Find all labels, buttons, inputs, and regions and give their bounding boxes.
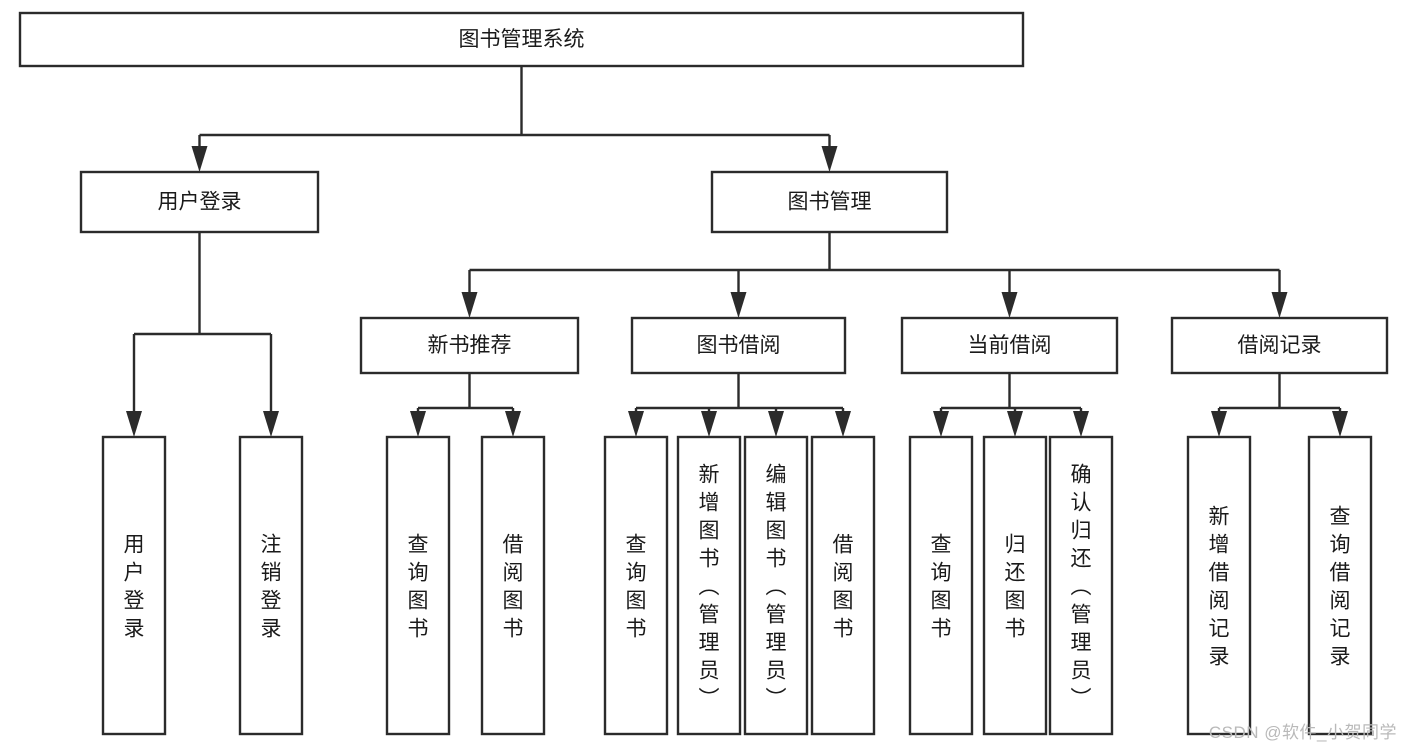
arrow-head-icon [933,411,949,437]
node-box [603,435,669,736]
arrow-head-icon [191,146,208,172]
node-label: 用户登录 [124,533,145,640]
node-leaf-borrow-book-2[interactable]: 借阅图书 [810,435,876,736]
node-box [676,435,742,736]
node-label: 当前借阅 [968,334,1052,357]
arrow-head-icon [1332,411,1348,437]
node-label: 归还图书 [1005,533,1026,640]
node-leaf-confirm-return[interactable]: 确认归还︵管理员︶ [1048,435,1114,736]
arrow-head-icon [1073,411,1089,437]
arrow-head-icon [730,292,747,318]
node-label: 新增借阅记录 [1209,505,1230,668]
node-label: 图书管理系统 [459,28,585,51]
node-leaf-add-record[interactable]: 新增借阅记录 [1186,435,1252,736]
node-borrow-record[interactable]: 借阅记录 [1170,316,1389,375]
node-box [359,316,580,375]
node-new-book-rec[interactable]: 新书推荐 [359,316,580,375]
node-label: 用户登录 [158,191,242,214]
node-box [743,435,809,736]
connector-group-borrow-record [1211,373,1348,437]
node-box [1048,435,1114,736]
arrow-head-icon [461,292,478,318]
node-box [982,435,1048,736]
node-leaf-user-login[interactable]: 用户登录 [101,435,167,736]
node-box [630,316,847,375]
node-box [1170,316,1389,375]
node-leaf-user-logout[interactable]: 注销登录 [238,435,304,736]
node-label: 借阅图书 [833,533,854,640]
arrow-head-icon [835,411,851,437]
connector-group-new-book-rec [410,373,521,437]
node-box [480,435,546,736]
node-box [908,435,974,736]
node-label: 查询图书 [931,533,952,640]
node-root[interactable]: 图书管理系统 [18,11,1025,68]
connector-group-current-borrow [933,373,1089,437]
arrow-head-icon [1271,292,1288,318]
arrow-head-icon [410,411,426,437]
node-label: 新书推荐 [428,334,512,357]
node-leaf-query-record[interactable]: 查询借阅记录 [1307,435,1373,736]
arrow-head-icon [701,411,717,437]
watermark-text: CSDN @软件_小贺同学 [1208,723,1397,742]
node-label: 注销登录 [261,533,282,640]
arrow-head-icon [628,411,644,437]
node-box [1307,435,1373,736]
node-book-manage[interactable]: 图书管理 [710,170,949,234]
node-label: 确认归还︵管理员︶ [1071,463,1092,710]
node-box [238,435,304,736]
node-leaf-query-book-1[interactable]: 查询图书 [385,435,451,736]
node-box [810,435,876,736]
node-label: 编辑图书︵管理员︶ [766,463,787,710]
node-leaf-borrow-book-1[interactable]: 借阅图书 [480,435,546,736]
node-box [18,11,1025,68]
arrow-head-icon [768,411,784,437]
node-label: 借阅图书 [503,533,524,640]
node-leaf-query-book-3[interactable]: 查询图书 [908,435,974,736]
arrow-head-icon [821,146,838,172]
node-box [710,170,949,234]
node-label: 图书管理 [788,191,872,214]
node-label: 查询图书 [408,533,429,640]
node-book-borrow[interactable]: 图书借阅 [630,316,847,375]
node-label: 新增图书︵管理员︶ [699,463,720,710]
node-label: 查询图书 [626,533,647,640]
node-user-login[interactable]: 用户登录 [79,170,320,234]
arrow-head-icon [505,411,521,437]
node-leaf-query-book-2[interactable]: 查询图书 [603,435,669,736]
node-leaf-return-book[interactable]: 归还图书 [982,435,1048,736]
node-box [79,170,320,234]
connector-group-root [191,66,838,172]
node-leaf-add-book[interactable]: 新增图书︵管理员︶ [676,435,742,736]
node-leaf-edit-book[interactable]: 编辑图书︵管理员︶ [743,435,809,736]
arrow-head-icon [263,411,279,437]
arrow-head-icon [126,411,142,437]
node-label: 图书借阅 [697,334,781,357]
node-current-borrow[interactable]: 当前借阅 [900,316,1119,375]
node-layer: 图书管理系统用户登录图书管理新书推荐图书借阅当前借阅借阅记录用户登录注销登录查询… [18,11,1389,736]
node-box [101,435,167,736]
connector-group-book-manage [461,232,1288,318]
arrow-head-icon [1211,411,1227,437]
node-label: 查询借阅记录 [1330,505,1351,668]
node-box [385,435,451,736]
node-box [900,316,1119,375]
connector-group-user-login [126,232,279,437]
node-label: 借阅记录 [1238,334,1322,357]
arrow-head-icon [1001,292,1018,318]
connector-layer [126,66,1348,437]
connector-group-book-borrow [628,373,851,437]
node-box [1186,435,1252,736]
arrow-head-icon [1007,411,1023,437]
